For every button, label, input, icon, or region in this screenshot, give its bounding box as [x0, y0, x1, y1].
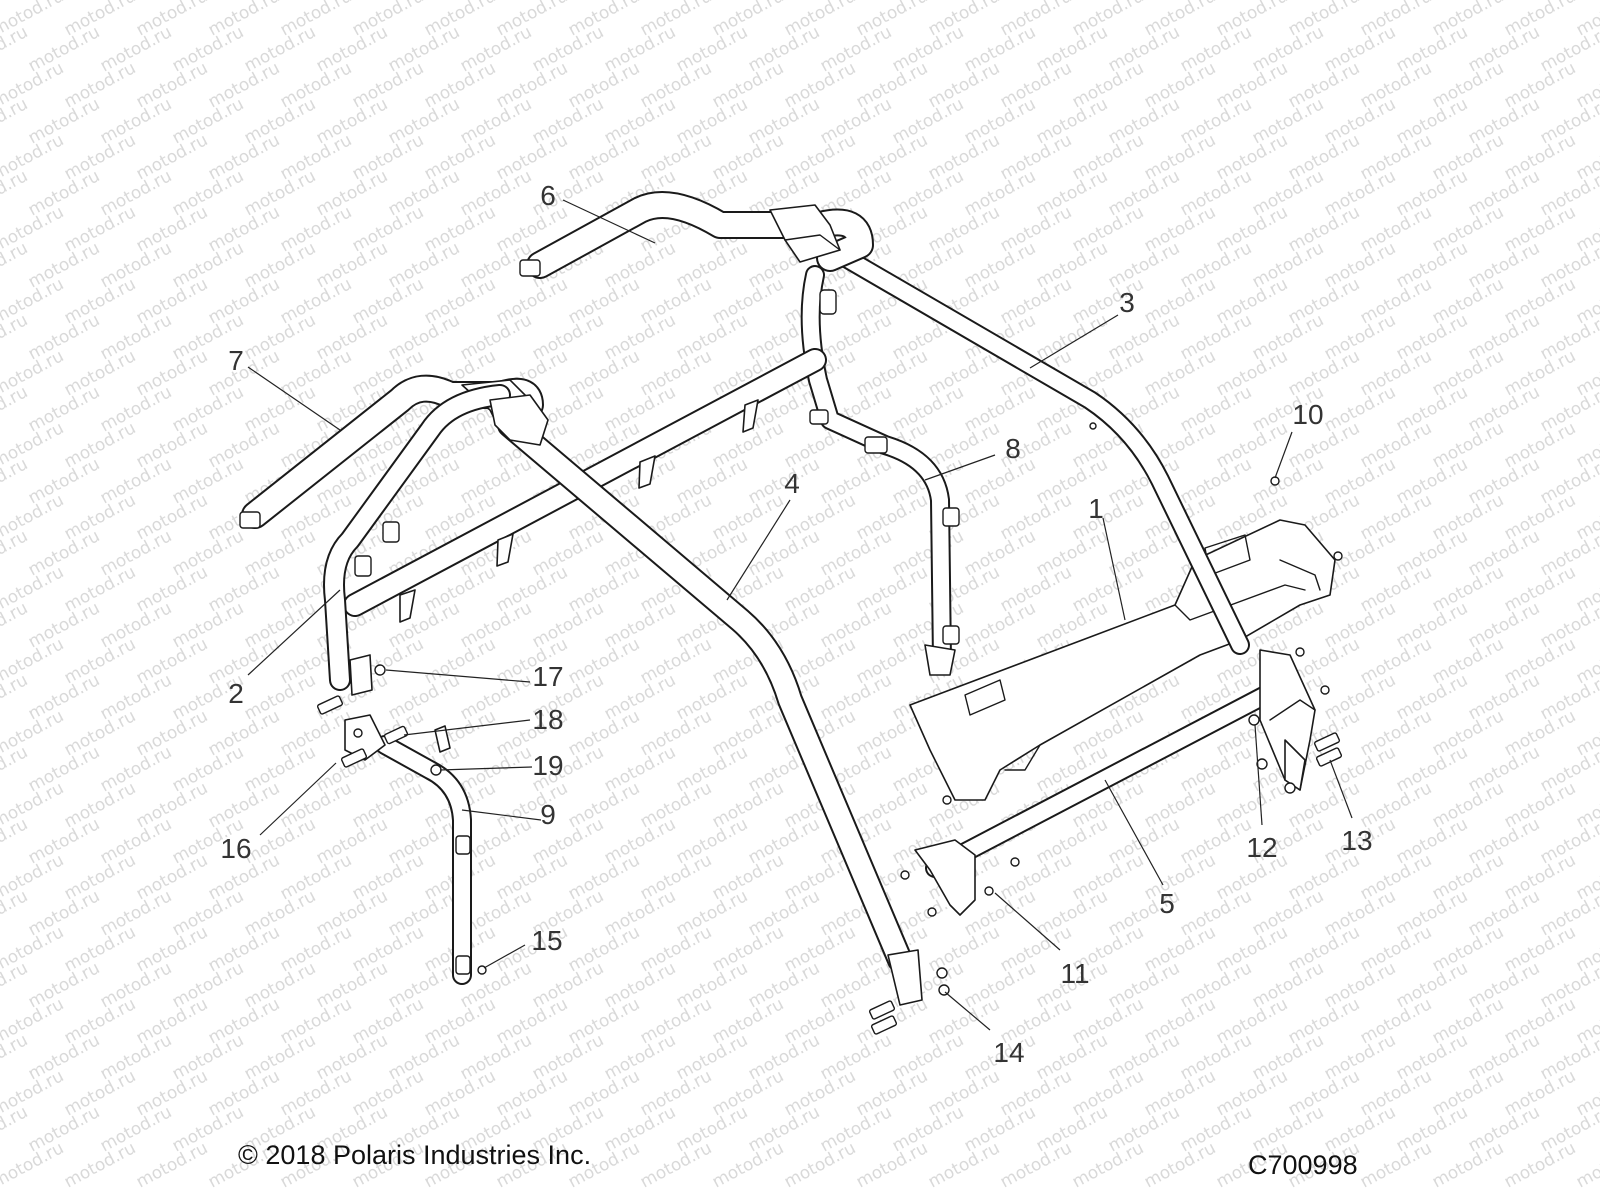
watermark-text: motod.ru [0, 166, 31, 220]
part-2-front-left-hoop [323, 384, 511, 696]
watermark-text: motod.ru [0, 742, 31, 796]
callout-12: 12 [1246, 832, 1277, 863]
hardware [316, 476, 1343, 1035]
leader-14 [944, 991, 991, 1031]
callout-labels: 1 2 3 4 5 6 7 8 9 10 11 12 13 14 15 16 1… [220, 180, 1372, 1068]
callout-11: 11 [1060, 958, 1089, 989]
copyright-notice: © 2018 Polaris Industries Inc. [238, 1140, 592, 1170]
callout-14: 14 [993, 1037, 1024, 1068]
callout-9: 9 [540, 799, 556, 830]
leader-2 [247, 589, 341, 676]
callout-18: 18 [532, 704, 563, 735]
watermark-text: motod.ru [0, 94, 31, 148]
leader-16 [259, 762, 337, 836]
watermark-text: motod.ru [0, 958, 31, 1012]
callout-15: 15 [531, 925, 562, 956]
watermark-text: motod.ru [0, 814, 31, 868]
callout-6: 6 [540, 180, 556, 211]
watermark-text: motod.ru [0, 670, 31, 724]
leader-6 [562, 199, 656, 244]
watermark-text: motod.ru [0, 526, 31, 580]
watermark-text: motod.ru [0, 1030, 31, 1084]
leader-9 [461, 809, 542, 821]
watermark-text: motod.ru [0, 310, 31, 364]
watermark-text: motod.ru [0, 886, 31, 940]
diagram-id: C700998 [1248, 1150, 1358, 1180]
leader-3 [1029, 314, 1119, 369]
watermark-text: motod.ru [0, 238, 31, 292]
leader-13 [1329, 759, 1353, 819]
leader-18 [403, 719, 531, 736]
parts-drawing [239, 191, 1343, 1035]
callout-1: 1 [1088, 493, 1104, 524]
callout-3: 3 [1119, 287, 1135, 318]
watermark-text: motod.ru [0, 598, 31, 652]
callout-4: 4 [784, 468, 800, 499]
part-6-upper-rear-tube [519, 191, 874, 279]
watermark-text: motod.ru [0, 454, 31, 508]
leader-15 [483, 944, 526, 969]
part-1-panel [909, 519, 1343, 801]
leader-5 [1104, 779, 1164, 886]
callout-5: 5 [1159, 888, 1175, 919]
part-5-lower-crossbar [914, 649, 1316, 916]
leader-19 [439, 766, 533, 771]
leader-4 [726, 499, 791, 601]
watermark-text: motod.ru [0, 382, 31, 436]
leader-7 [247, 366, 341, 431]
leader-11 [994, 892, 1061, 951]
callout-8: 8 [1005, 433, 1021, 464]
leader-17 [385, 669, 531, 683]
leader-1 [1102, 517, 1126, 621]
leader-8 [924, 454, 996, 481]
part-3-right-pillar [805, 230, 1250, 655]
callout-10: 10 [1292, 399, 1323, 430]
leader-12 [1254, 724, 1263, 826]
part-4-front-pillar [489, 394, 923, 1006]
callout-7: 7 [228, 345, 244, 376]
leader-10 [1274, 431, 1293, 479]
callout-2: 2 [228, 678, 244, 709]
part-8-rear-right-leg [800, 265, 960, 676]
callout-19: 19 [532, 750, 563, 781]
leader-lines [247, 199, 1353, 1031]
watermark-text: motod.ru [1573, 1138, 1600, 1192]
callout-16: 16 [220, 833, 251, 864]
callout-13: 13 [1341, 825, 1372, 856]
watermark-text: motod.ru [0, 1102, 31, 1156]
callout-17: 17 [532, 661, 563, 692]
watermark-text: motod.ru [0, 22, 31, 76]
